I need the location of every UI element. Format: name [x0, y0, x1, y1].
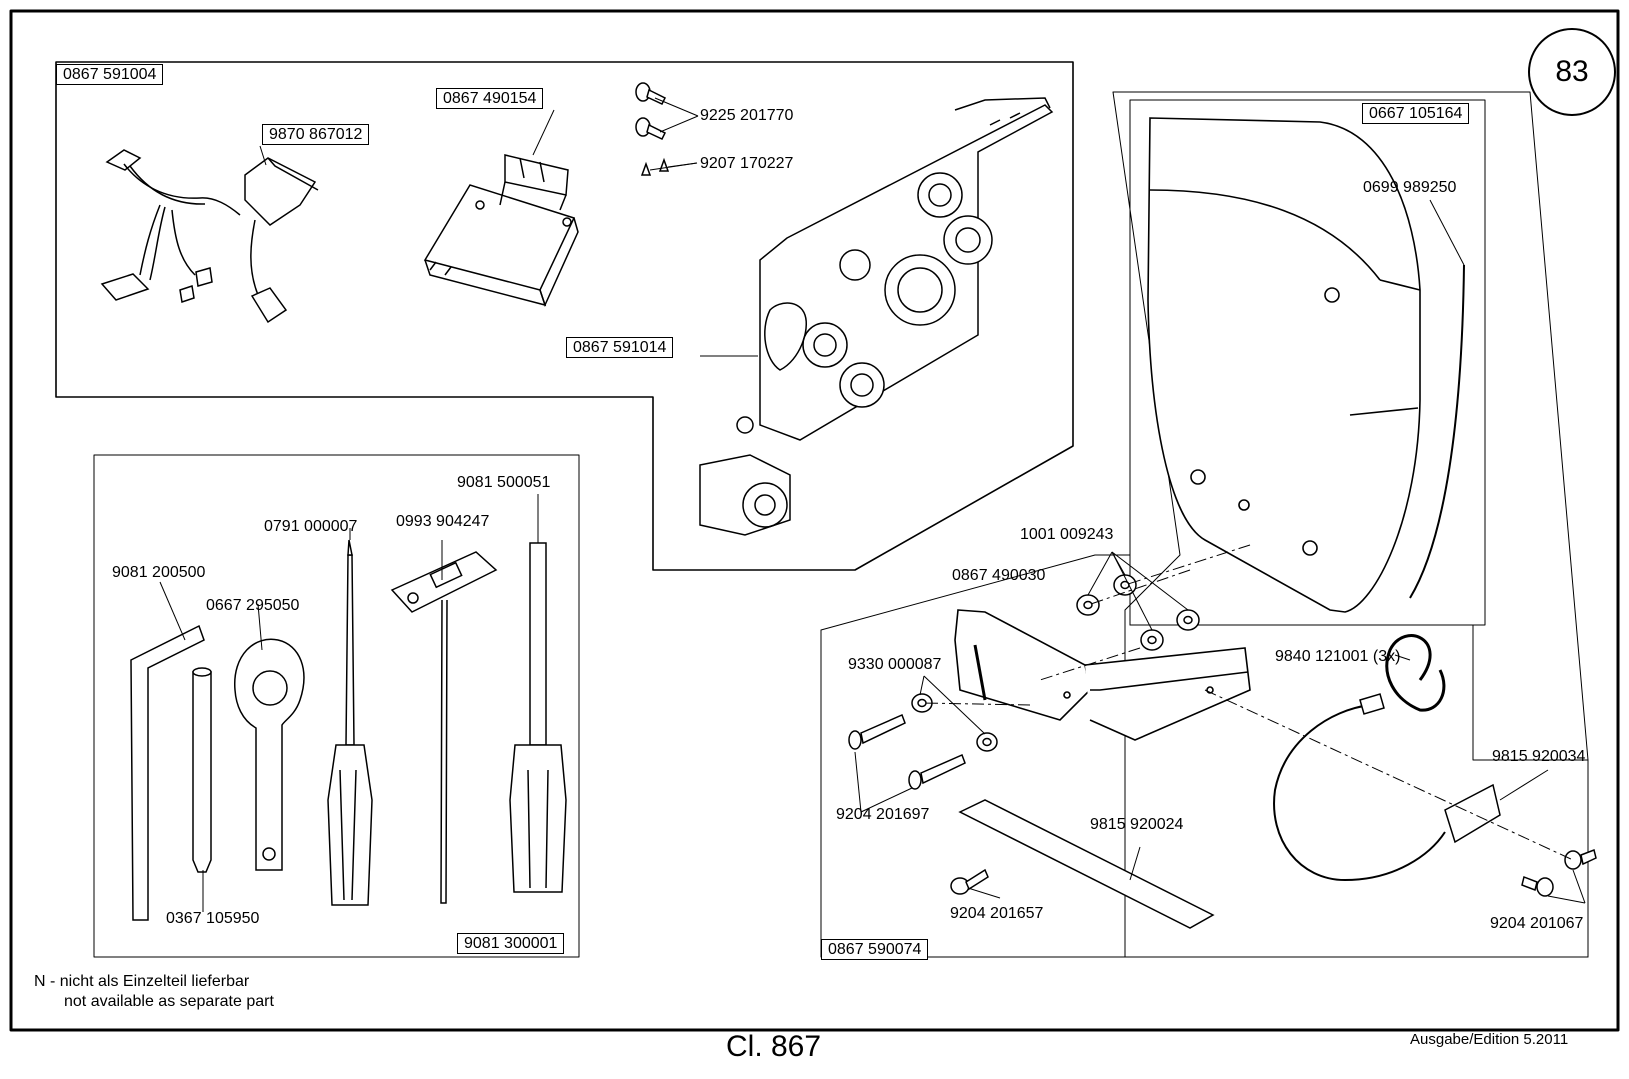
footer-title: Cl. 867: [726, 1030, 822, 1063]
footer-edition: Ausgabe/Edition 5.2011: [1410, 1031, 1569, 1048]
group-outline-bracket: [820, 554, 1589, 958]
part-label-009243: 1001 009243: [1020, 526, 1114, 543]
part-label-000087: 9330 000087: [848, 656, 942, 673]
group-outline-tools: [93, 454, 580, 958]
part-label-201657: 9204 201657: [950, 905, 1044, 922]
note-line-2: not available as separate part: [64, 993, 274, 1010]
screwdriver-large-drawing: [509, 542, 567, 893]
sensor-cable-drawing: [1273, 634, 1501, 882]
part-label-201697: 9204 201697: [836, 806, 930, 823]
insulation-strip-drawing: [958, 799, 1215, 929]
group-label-300001: 9081 300001: [457, 933, 565, 954]
control-module-drawing: [423, 154, 579, 308]
page-number: 83: [1528, 28, 1616, 116]
side-cover-drawing: [1147, 117, 1465, 613]
hex-key-drawing: [130, 624, 205, 921]
part-label-121001: 9840 121001 (3x): [1275, 648, 1401, 665]
leader-lines: [159, 97, 1586, 912]
part-label-105950: 0367 105950: [166, 910, 260, 927]
screw-pair-drawing: [635, 82, 670, 176]
dash-lines: [921, 544, 1574, 861]
group-outline-cover-inner: [1129, 99, 1486, 626]
screwdriver-small-drawing: [327, 539, 373, 906]
torque-key-drawing: [390, 551, 498, 904]
part-label-201770: 9225 201770: [700, 107, 794, 124]
group-label-591004: 0867 591004: [56, 64, 164, 85]
part-label-500051: 9081 500051: [457, 474, 551, 491]
part-label-920034: 9815 920034: [1492, 748, 1586, 765]
part-label-989250: 0699 989250: [1363, 179, 1457, 196]
part-label-201067: 9204 201067: [1490, 915, 1584, 932]
group-label-591014: 0867 591014: [566, 337, 674, 358]
group-label-105164: 0667 105164: [1362, 103, 1470, 124]
group-label-490154: 0867 490154: [436, 88, 544, 109]
bracket-screws-drawing: [848, 693, 1597, 897]
washer-set-drawing: [1076, 574, 1200, 651]
wire-feed-unit-drawing: [699, 97, 1054, 536]
part-label-920024: 9815 920024: [1090, 816, 1184, 833]
availability-note: N - nicht als Einzelteil lieferbar not a…: [34, 972, 274, 1012]
group-label-867012: 9870 867012: [262, 124, 370, 145]
mounting-bracket-drawing: [954, 609, 1251, 741]
sheet-border: [9, 9, 1620, 1032]
part-label-490030: 0867 490030: [952, 567, 1046, 584]
part-label-295050: 0667 295050: [206, 597, 300, 614]
pin-drawing: [192, 667, 212, 873]
group-outline-wire-feed: [55, 61, 1074, 571]
note-line-1: N - nicht als Einzelteil lieferbar: [34, 973, 250, 990]
part-label-904247: 0993 904247: [396, 513, 490, 530]
group-label-590074: 0867 590074: [821, 939, 929, 960]
spanner-drawing: [234, 638, 305, 871]
part-label-000007: 0791 000007: [264, 518, 358, 535]
part-label-170227: 9207 170227: [700, 155, 794, 172]
cable-harness-drawing: [100, 149, 319, 324]
part-label-200500: 9081 200500: [112, 564, 206, 581]
